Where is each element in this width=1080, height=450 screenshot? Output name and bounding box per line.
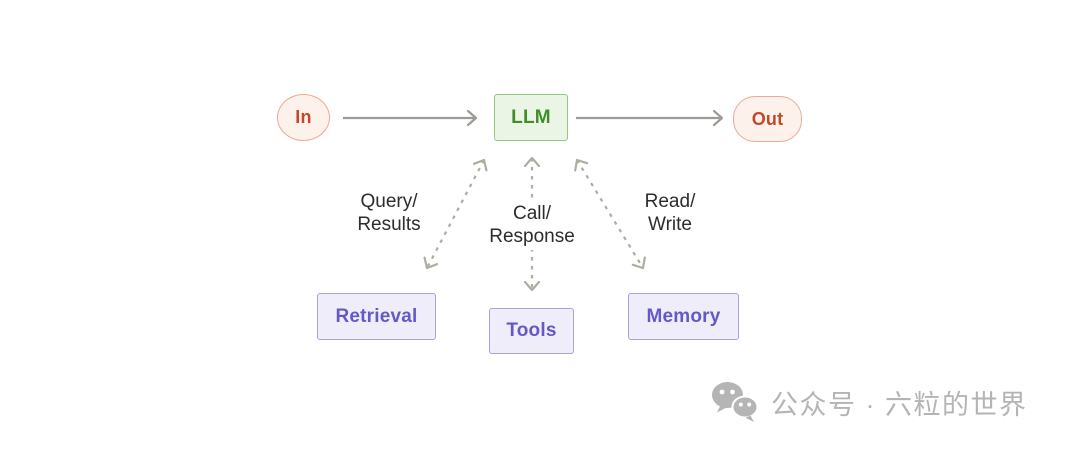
llm-node-label: LLM: [511, 106, 551, 128]
retrieval-box-label: Retrieval: [335, 305, 418, 327]
edge-label-query-results: Query/ Results: [330, 190, 448, 236]
arrow-llm-memory: [574, 158, 646, 270]
retrieval-box: Retrieval: [317, 293, 436, 340]
watermark: 公众号 · 六粒的世界: [710, 381, 1028, 423]
wechat-icon: [712, 382, 759, 422]
edge-label-query-line2: Results: [357, 214, 421, 235]
edge-label-read-line1: Read/: [644, 191, 696, 212]
edge-label-call-response: Call/ Response: [473, 200, 591, 250]
edge-label-read-write: Read/ Write: [611, 190, 729, 236]
edge-label-call-line2: Response: [489, 226, 575, 247]
edge-label-read-line2: Write: [648, 214, 692, 235]
edge-label-call-line1: Call/: [512, 203, 551, 224]
input-node: In: [277, 94, 330, 141]
input-node-label: In: [295, 107, 312, 127]
memory-box-label: Memory: [646, 305, 721, 327]
memory-box: Memory: [628, 293, 739, 340]
tools-box: Tools: [489, 308, 574, 354]
tools-box-label: Tools: [506, 320, 557, 341]
llm-node: LLM: [494, 94, 568, 141]
output-node: Out: [733, 96, 802, 142]
edge-label-query-line1: Query/: [360, 191, 418, 212]
watermark-text: 公众号 · 六粒的世界: [771, 389, 1028, 420]
arrow-llm-retrieval: [423, 158, 488, 270]
output-node-label: Out: [751, 108, 784, 129]
